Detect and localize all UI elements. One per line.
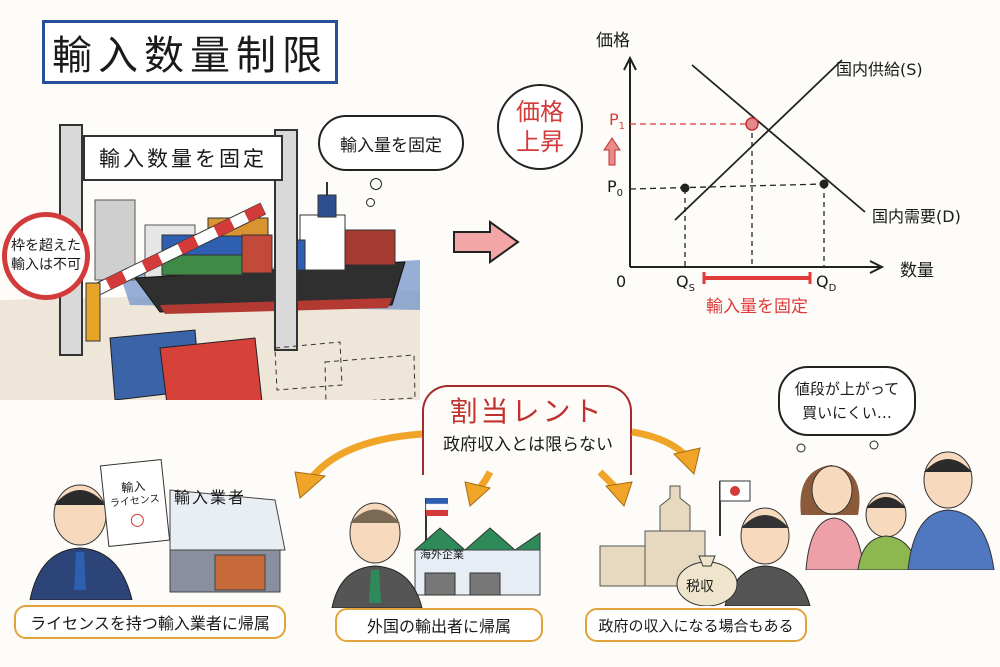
p0-label: P0	[607, 177, 624, 200]
stop-sign-line1: 枠を超えた	[11, 238, 81, 255]
x-axis-label: 数量	[900, 261, 934, 281]
import-license-document: 輸入 ライセンス	[99, 458, 171, 548]
qd-label: QD	[816, 272, 837, 295]
caption-importer: ライセンスを持つ輸入業者に帰属	[14, 605, 286, 639]
gate-sign: 輸入数量を固定	[83, 135, 283, 181]
foreign-exporter-illustration	[331, 498, 541, 608]
thought-dot	[370, 178, 382, 190]
stamp-icon	[129, 513, 145, 528]
port-illustration	[0, 124, 420, 400]
family-illustration	[796, 440, 995, 570]
quota-rent-subtitle: 政府収入とは限らない	[443, 435, 613, 455]
ship-thought-bubble: 輸入量を固定	[318, 115, 464, 171]
y-axis-label: 価格	[596, 31, 630, 51]
supply-label: 国内供給(S)	[836, 60, 923, 79]
arrow-left-icon	[307, 430, 423, 483]
page-title: 輸入数量制限	[42, 20, 338, 84]
qs-label: QS	[676, 272, 695, 295]
supply-demand-chart	[603, 55, 885, 284]
stop-sign: 枠を超えた 輸入は不可	[2, 212, 90, 300]
caption-foreign-exporter: 外国の輸出者に帰属	[335, 608, 543, 642]
price-rise-bubble: 価格 上昇	[497, 84, 583, 170]
importer-illustration	[29, 484, 286, 600]
foreign-company-sign: 海外企業	[420, 548, 464, 561]
demand-label: 国内需要(D)	[872, 207, 961, 226]
stop-sign-line2: 輸入は不可	[11, 257, 81, 273]
import-fixed-label: 輸入量を固定	[706, 297, 808, 317]
consumer-thought-bubble: 値段が上がって 買いにくい…	[778, 366, 916, 436]
price-rise-line2: 上昇	[516, 128, 564, 156]
right-arrow-icon	[453, 220, 520, 264]
tax-revenue-bag-label: 税収	[686, 579, 714, 595]
thought-dot	[366, 198, 375, 207]
p1-label: P1	[609, 110, 626, 133]
branch-arrows	[294, 428, 701, 507]
price-rise-line1: 価格	[516, 98, 564, 126]
government-illustration	[599, 480, 811, 606]
quota-rent-title: 割当レント	[449, 395, 605, 428]
quota-rent-frame	[422, 385, 632, 475]
caption-government: 政府の収入になる場合もある	[585, 608, 807, 642]
importer-building-sign: 輸入業者	[174, 488, 247, 507]
origin-label: 0	[616, 272, 627, 291]
